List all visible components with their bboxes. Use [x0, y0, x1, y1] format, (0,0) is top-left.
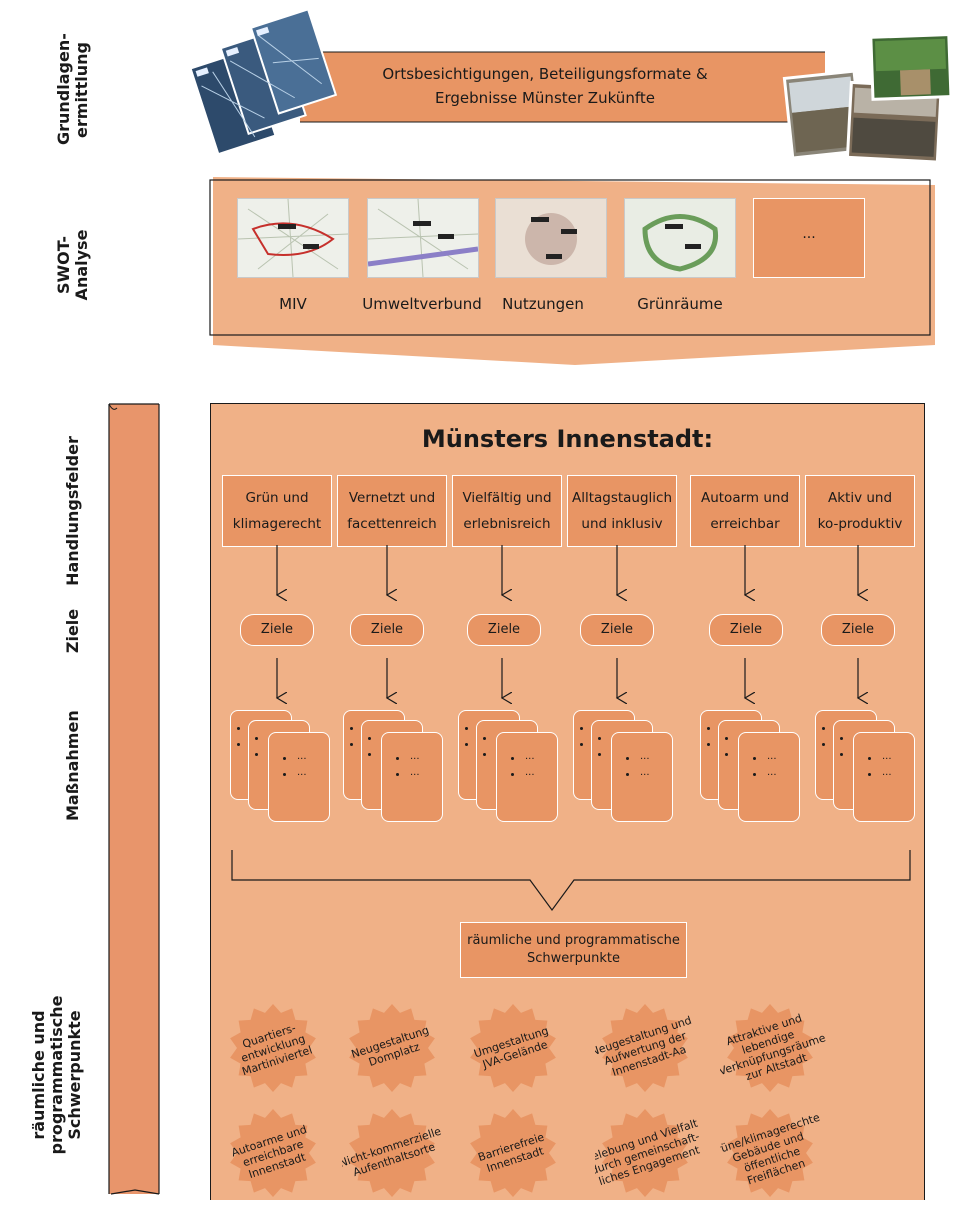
massnahmen-card: ......	[738, 732, 800, 822]
photo-stack-icon	[782, 33, 953, 164]
bullet-dot	[350, 743, 353, 746]
ziele-pill-2: Ziele	[350, 614, 424, 646]
label-handlungsfelder: Handlungsfelder	[63, 436, 82, 586]
bullet-dot	[483, 737, 486, 740]
top-banner-text: Ortsbesichtigungen, Beteiligungsformate …	[382, 65, 708, 107]
bullet-dot	[725, 737, 728, 740]
field-vernetzt-facettenreich: Vernetzt und facettenreich	[337, 475, 447, 547]
bullet-dot	[283, 757, 286, 760]
bullet-dot	[753, 757, 756, 760]
label-massnahmen: Maßnahmen	[63, 710, 82, 821]
massnahmen-card: ......	[381, 732, 443, 822]
bullet-dot	[511, 773, 514, 776]
massnahmen-card: ......	[496, 732, 558, 822]
bullet-dot	[580, 743, 583, 746]
top-banner-arrow	[300, 51, 825, 123]
field-gruen-klimagerecht: Grün und klimagerecht	[222, 475, 332, 547]
ziele-pill-3: Ziele	[467, 614, 541, 646]
bullet-dot	[598, 737, 601, 740]
bullet-dot	[368, 753, 371, 756]
field-vielfaeltig-erlebnisreich: Vielfältig und erlebnisreich	[452, 475, 562, 547]
bullet-dot	[396, 773, 399, 776]
massnahmen-card: ......	[611, 732, 673, 822]
bullet-dot	[626, 757, 629, 760]
bullet-dot	[753, 773, 756, 776]
card-ellipsis: ...	[640, 751, 650, 762]
schwerpunkte-center-box: räumliche und programmatische Schwerpunk…	[460, 922, 687, 978]
swot-label-gruenraeume: Grünräume	[637, 295, 723, 313]
ziele-pill-5: Ziele	[709, 614, 783, 646]
map-miv-thumbnail	[237, 198, 349, 278]
map-gruenraeume-thumbnail	[624, 198, 736, 278]
swot-label-umweltverbund: Umweltverbund	[362, 295, 482, 313]
bullet-dot	[237, 743, 240, 746]
card-ellipsis: ...	[525, 751, 535, 762]
ziele-pill-6: Ziele	[821, 614, 895, 646]
bullet-dot	[580, 727, 583, 730]
bullet-dot	[368, 737, 371, 740]
bullet-dot	[626, 773, 629, 776]
card-ellipsis: ...	[410, 751, 420, 762]
bullet-dot	[598, 753, 601, 756]
focus-badge-focus_row1-4: Attraktive undlebendigeVerknüpfungsräume…	[720, 1004, 827, 1092]
card-ellipsis: ...	[297, 767, 307, 778]
swot-label-nutzungen: Nutzungen	[502, 295, 584, 313]
card-ellipsis: ...	[767, 751, 777, 762]
bullet-dot	[822, 743, 825, 746]
bullet-dot	[237, 727, 240, 730]
card-ellipsis: ...	[882, 751, 892, 762]
ziele-pill-1: Ziele	[240, 614, 314, 646]
flow-arrows	[231, 545, 911, 912]
main-title: Münsters Innenstadt:	[421, 425, 714, 453]
swot-placeholder-box: ...	[753, 198, 865, 278]
field-aktiv-koproduktiv: Aktiv und ko-produktiv	[805, 475, 915, 547]
card-ellipsis: ...	[410, 767, 420, 778]
label-grundlagenermittlung: Grundlagen- ermittlung	[54, 33, 91, 145]
ziele-pill-4: Ziele	[580, 614, 654, 646]
bullet-dot	[255, 737, 258, 740]
bullet-dot	[868, 773, 871, 776]
bullet-dot	[465, 727, 468, 730]
bullet-dot	[483, 753, 486, 756]
field-alltagstauglich-inklusiv: Alltagstauglich und inklusiv	[567, 475, 677, 547]
bullet-dot	[465, 743, 468, 746]
massnahmen-card: ......	[853, 732, 915, 822]
bullet-dot	[822, 727, 825, 730]
bullet-dot	[283, 773, 286, 776]
bullet-dot	[868, 757, 871, 760]
bullet-dot	[350, 727, 353, 730]
map-umweltverbund-thumbnail	[367, 198, 479, 278]
massnahmen-card: ......	[268, 732, 330, 822]
bullet-dot	[511, 757, 514, 760]
label-ziele: Ziele	[63, 608, 82, 654]
bullet-dot	[840, 753, 843, 756]
card-ellipsis: ...	[525, 767, 535, 778]
map-nutzungen-thumbnail	[495, 198, 607, 278]
bullet-dot	[725, 753, 728, 756]
card-ellipsis: ...	[640, 767, 650, 778]
bullet-dot	[396, 757, 399, 760]
bullet-dot	[255, 753, 258, 756]
field-autoarm-erreichbar: Autoarm und erreichbar	[690, 475, 800, 547]
swot-label-miv: MIV	[279, 295, 307, 313]
vertical-progress-bar	[108, 403, 160, 1195]
bullet-dot	[707, 743, 710, 746]
card-ellipsis: ...	[767, 767, 777, 778]
label-swot-analyse: SWOT- Analyse	[54, 229, 91, 301]
card-ellipsis: ...	[297, 751, 307, 762]
bullet-dot	[840, 737, 843, 740]
bullet-dot	[707, 727, 710, 730]
card-ellipsis: ...	[882, 767, 892, 778]
label-schwerpunkte: räumliche und programmatische Schwerpunk…	[29, 995, 84, 1155]
document-stack-icon	[189, 8, 338, 156]
